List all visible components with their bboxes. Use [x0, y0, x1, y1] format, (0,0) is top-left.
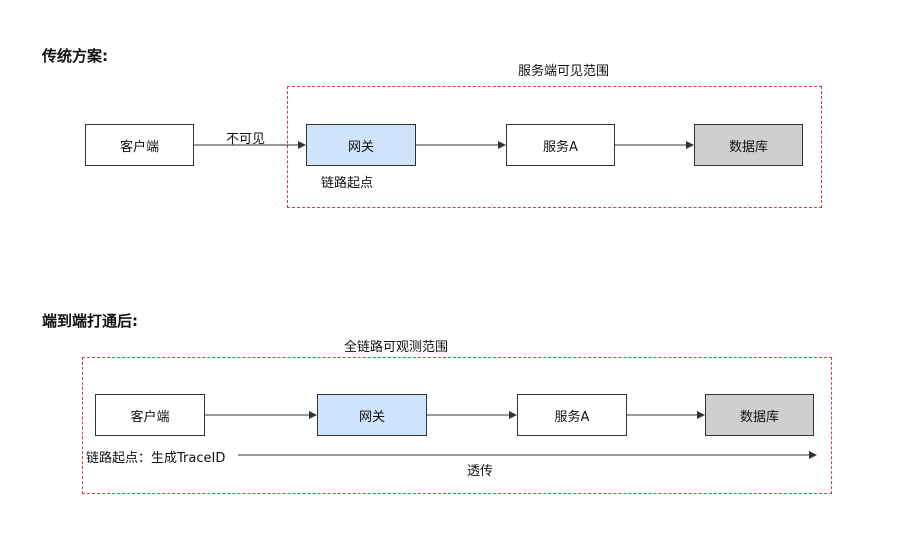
section2-client-node: 客户端 — [95, 394, 205, 436]
section1-gateway-label: 网关 — [347, 139, 374, 155]
section1-service-label: 服务A — [543, 139, 578, 155]
section1-database-node: 数据库 — [694, 124, 803, 166]
section1-database-label: 数据库 — [728, 139, 768, 155]
section1-invisible-label: 不可见 — [226, 132, 266, 147]
section2-heading: 端到端打通后: — [42, 312, 138, 330]
section1-trace-start-label: 链路起点 — [321, 176, 374, 191]
section2-database-node: 数据库 — [705, 394, 814, 436]
section1-visibility-zone — [287, 86, 822, 208]
section2-database-label: 数据库 — [739, 409, 779, 425]
section2-client-label: 客户端 — [130, 409, 170, 425]
section2-service-label: 服务A — [554, 409, 590, 425]
section1-client-node: 客户端 — [85, 124, 194, 166]
section2-gateway-node: 网关 — [317, 394, 427, 436]
section2-observability-zone — [82, 357, 832, 494]
section2-propagate-label: 透传 — [467, 464, 494, 479]
section2-trace-start-label: 链路起点：生成TraceID — [86, 451, 226, 466]
section2-service-node: 服务A — [517, 394, 627, 436]
section2-zone-label: 全链路可观测范围 — [344, 340, 449, 355]
section1-heading: 传统方案: — [42, 47, 108, 65]
section1-service-node: 服务A — [506, 124, 615, 166]
section1-gateway-node: 网关 — [306, 124, 416, 166]
section2-gateway-label: 网关 — [358, 409, 385, 425]
section1-client-label: 客户端 — [119, 139, 159, 155]
section1-zone-label: 服务端可见范围 — [518, 64, 610, 79]
